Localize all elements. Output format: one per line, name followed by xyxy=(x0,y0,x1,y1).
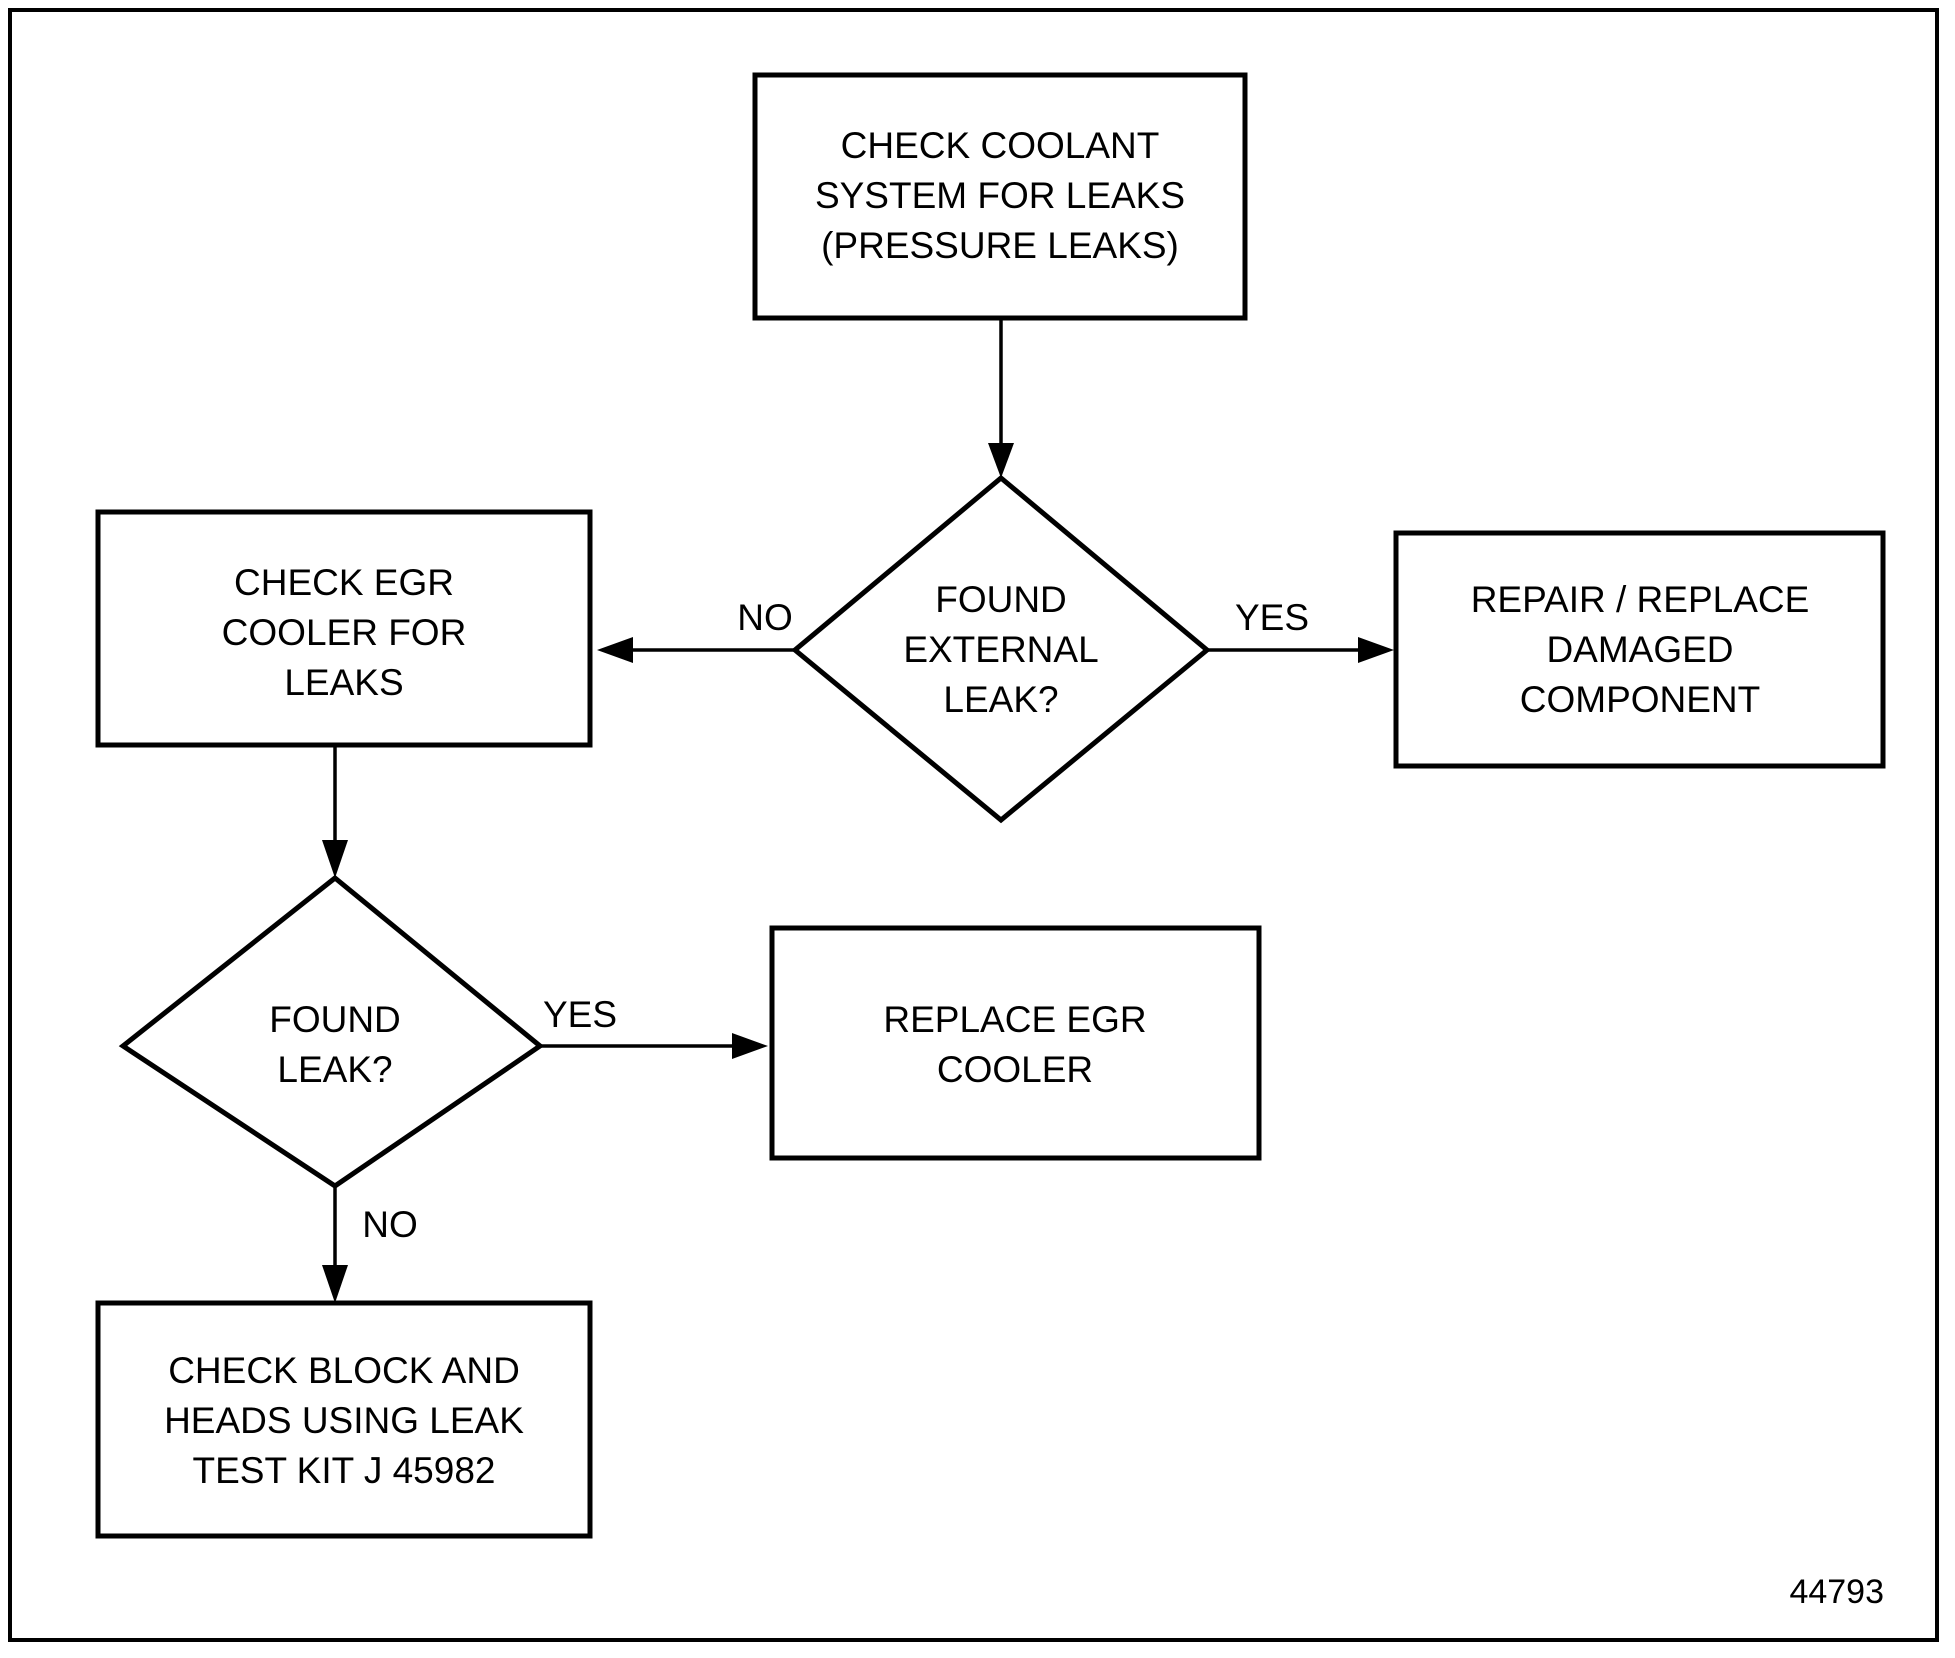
edge-label-external-yes: YES xyxy=(1235,597,1309,638)
node-replace-egr-cooler[interactable]: REPLACE EGR COOLER xyxy=(769,925,1262,1161)
node-check-egr-cooler-for-leaks[interactable]: CHECK EGR COOLER FOR LEAKS xyxy=(95,509,593,748)
node-check-coolant-system-line1: CHECK COOLANT xyxy=(841,125,1160,166)
edge-label-external-no: NO xyxy=(737,597,793,638)
node-repair-replace-line3: COMPONENT xyxy=(1520,679,1761,720)
edge-label-found-leak-no: NO xyxy=(362,1204,418,1245)
connector-found-leak-yes xyxy=(540,1033,768,1059)
node-check-block-line3: TEST KIT J 45982 xyxy=(192,1450,495,1491)
node-found-external-leak[interactable]: FOUND EXTERNAL LEAK? xyxy=(791,474,1211,824)
edge-label-found-leak-yes: YES xyxy=(543,994,617,1035)
node-check-egr-cooler-line3: LEAKS xyxy=(284,662,403,703)
node-check-egr-cooler-line2: COOLER FOR xyxy=(222,612,467,653)
node-check-block-line1: CHECK BLOCK AND xyxy=(168,1350,520,1391)
connector-coolant-to-external-decision xyxy=(988,320,1014,478)
diagram-border-frame xyxy=(8,8,1939,1642)
node-repair-replace-damaged-component[interactable]: REPAIR / REPLACE DAMAGED COMPONENT xyxy=(1393,530,1886,769)
node-found-leak-line2: LEAK? xyxy=(277,1049,392,1090)
node-replace-egr-cooler-line2: COOLER xyxy=(937,1049,1093,1090)
node-check-block-and-heads[interactable]: CHECK BLOCK AND HEADS USING LEAK TEST KI… xyxy=(95,1300,593,1539)
node-found-leak-line1: FOUND xyxy=(269,999,401,1040)
node-check-block-line2: HEADS USING LEAK xyxy=(164,1400,524,1441)
node-repair-replace-line2: DAMAGED xyxy=(1546,629,1733,670)
node-found-leak[interactable]: FOUND LEAK? xyxy=(118,874,545,1190)
node-found-external-leak-line1: FOUND xyxy=(935,579,1067,620)
connector-found-leak-no xyxy=(322,1186,348,1303)
node-check-egr-cooler-line1: CHECK EGR xyxy=(234,562,454,603)
node-replace-egr-cooler-line1: REPLACE EGR xyxy=(883,999,1146,1040)
node-check-coolant-system-line2: SYSTEM FOR LEAKS xyxy=(815,175,1185,216)
node-check-coolant-system[interactable]: CHECK COOLANT SYSTEM FOR LEAKS (PRESSURE… xyxy=(752,72,1248,321)
figure-id-label: 44793 xyxy=(1789,1573,1884,1611)
node-repair-replace-line1: REPAIR / REPLACE xyxy=(1471,579,1810,620)
node-check-coolant-system-line3: (PRESSURE LEAKS) xyxy=(821,225,1179,266)
connector-egr-cooler-to-found-leak xyxy=(322,745,348,878)
node-found-external-leak-line2: EXTERNAL xyxy=(903,629,1098,670)
node-found-external-leak-line3: LEAK? xyxy=(943,679,1058,720)
connector-external-decision-no xyxy=(597,637,797,663)
connector-external-decision-yes xyxy=(1205,637,1394,663)
